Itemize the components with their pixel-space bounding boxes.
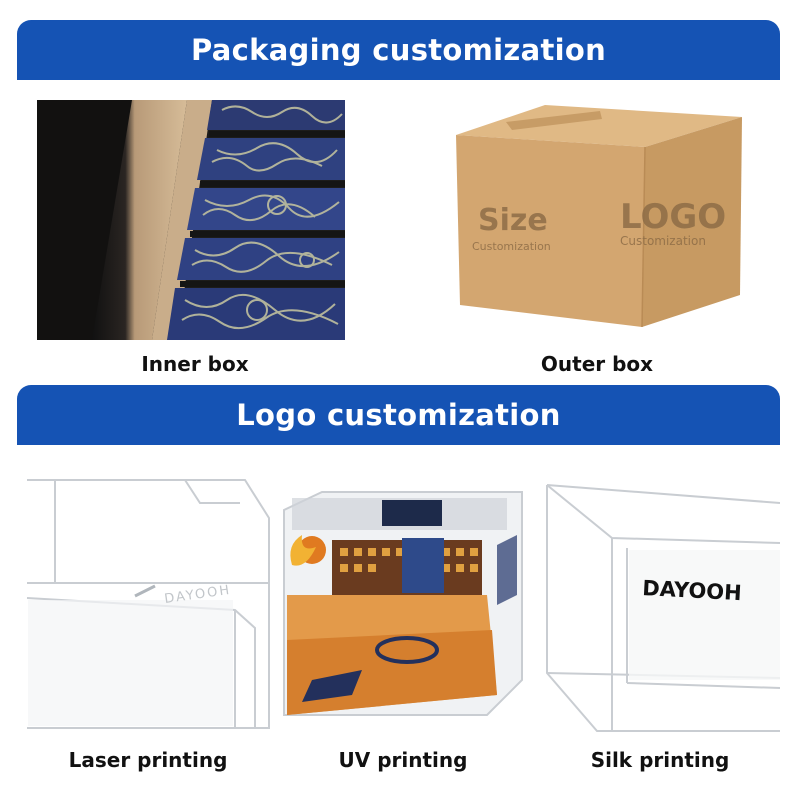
box-size-sub: Customization [472,240,551,253]
box-logo-text: LOGO [620,197,726,237]
packaging-banner: Packaging customization [17,20,780,80]
box-logo-sub: Customization [620,234,706,248]
inner-box-image [37,100,345,340]
uv-printing-caption: UV printing [338,748,468,772]
silk-printing-image: DAYOOH [537,483,780,733]
outer-box-caption: Outer box [540,352,654,376]
laser-printing-caption: Laser printing [68,748,228,772]
box-size-text: Size [478,203,548,238]
outer-box-image: Size Customization LOGO Customization [420,95,760,340]
silk-print-text: DAYOOH [642,576,743,605]
inner-box-caption: Inner box [141,352,249,376]
logo-banner: Logo customization [17,385,780,445]
laser-printing-image: DAYOOH [25,478,270,733]
silk-printing-caption: Silk printing [590,748,730,772]
uv-printing-image [282,490,524,730]
